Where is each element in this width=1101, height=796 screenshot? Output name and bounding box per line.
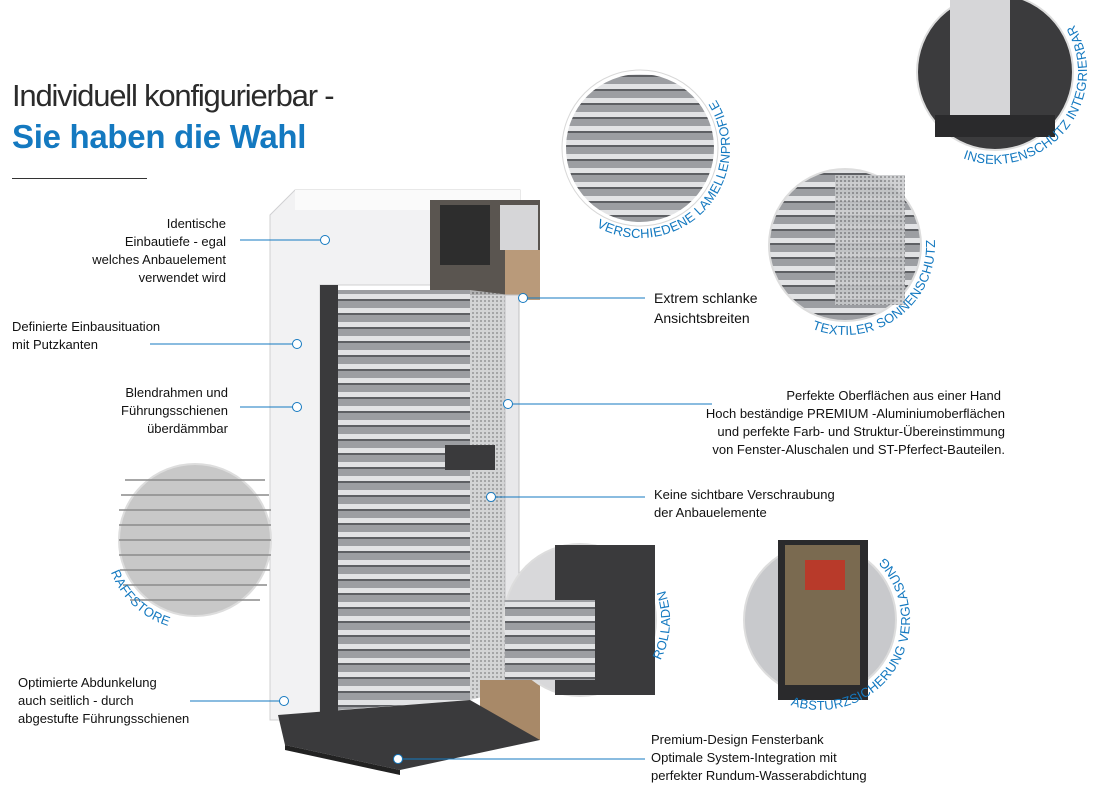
callout-text: welches Anbauelement xyxy=(92,252,226,267)
callout-text: Führungsschienen xyxy=(121,403,228,418)
title-line-2: Sie haben die Wahl xyxy=(12,118,307,155)
callout-text: und perfekte Farb- und Struktur-Übereins… xyxy=(717,424,1005,439)
callout-einbautiefe: Identische Einbautiefe - egal welches An… xyxy=(92,215,226,287)
callout-text: von Fenster-Aluschalen und ST-Pferfect-B… xyxy=(712,442,1005,457)
window-sill xyxy=(278,700,540,770)
callout-text: Identische xyxy=(166,216,226,231)
callout-verschraubung: Keine sichtbare Verschraubung der Anbaue… xyxy=(654,486,835,522)
callout-text: verwendet wird xyxy=(138,270,226,285)
lamellas xyxy=(338,290,470,710)
callout-oberflaechen: Perfekte Oberflächen aus einer Hand Hoch… xyxy=(706,387,1005,459)
callout-text: Ansichtsbreiten xyxy=(654,310,750,326)
callout-text: Hoch beständige PREMIUM -Aluminiumoberfl… xyxy=(705,406,1005,421)
callout-text: Extrem schlanke xyxy=(654,290,758,306)
callout-text: auch seitlich - durch xyxy=(18,693,134,708)
callout-text: überdämmbar xyxy=(147,421,228,436)
callout-fensterbank: Premium-Design Fensterbank Optimale Syst… xyxy=(651,731,867,785)
callout-text: Definierte Einbausituation xyxy=(12,319,161,334)
option-sonnenschutz xyxy=(768,168,922,322)
title-line-1: Individuell konfigurierbar - xyxy=(12,78,335,113)
option-absturzsicherung xyxy=(743,540,897,700)
callout-abdunkelung: Optimierte Abdunkelung auch seitlich - d… xyxy=(18,674,189,728)
window-cross-section xyxy=(269,189,540,775)
callout-text: Perfekte Oberflächen aus einer Hand xyxy=(786,388,1001,403)
option-raffstore xyxy=(118,463,272,617)
option-rolladen xyxy=(503,543,657,697)
callout-einbausituation: Definierte Einbausituation mit Putzkante… xyxy=(12,318,160,354)
callout-text: der Anbauelemente xyxy=(654,505,767,520)
callout-ansichtsbreiten: Extrem schlanke Ansichtsbreiten xyxy=(654,288,757,328)
option-insektenschutz xyxy=(916,0,1074,151)
option-lamellenprofile xyxy=(561,69,719,227)
callout-text: perfekter Rundum-Wasserabdichtung xyxy=(651,768,867,783)
callout-text: mit Putzkanten xyxy=(12,337,98,352)
callout-text: abgestufte Führungsschienen xyxy=(18,711,190,726)
callout-blendrahmen: Blendrahmen und Führungsschienen überdäm… xyxy=(121,384,228,438)
title-divider xyxy=(12,178,147,179)
callout-lines xyxy=(150,235,712,764)
callout-text: Premium-Design Fensterbank xyxy=(651,732,824,747)
guide-rail xyxy=(320,285,338,715)
callout-text: Blendrahmen und xyxy=(125,385,228,400)
callout-text: Keine sichtbare Verschraubung xyxy=(654,487,835,502)
callout-text: Optimale System-Integration mit xyxy=(651,750,837,765)
callout-text: Optimierte Abdunkelung xyxy=(18,675,157,690)
callout-text: Einbautiefe - egal xyxy=(124,234,226,249)
